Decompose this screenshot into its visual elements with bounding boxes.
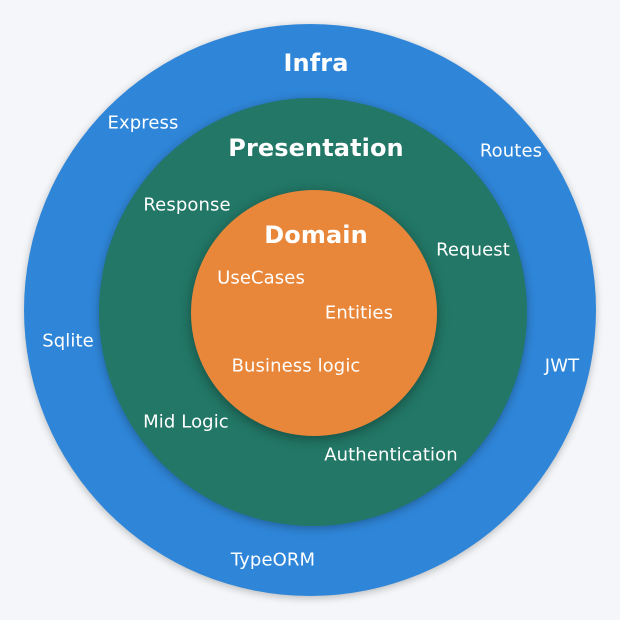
domain-item-entities: Entities — [324, 302, 394, 324]
infra-item-jwt: JWT — [544, 355, 580, 377]
infra-item-routes: Routes — [479, 140, 543, 162]
infra-item-sqlite: Sqlite — [42, 330, 94, 352]
domain-title: Domain — [264, 221, 368, 249]
presentation-item-mid-logic: Mid Logic — [143, 411, 229, 433]
infra-item-express: Express — [107, 112, 179, 134]
presentation-item-request: Request — [436, 239, 510, 261]
presentation-item-response: Response — [143, 194, 231, 216]
domain-layer-circle — [191, 190, 437, 436]
infra-title: Infra — [283, 49, 349, 77]
domain-item-usecases: UseCases — [217, 267, 305, 289]
infra-item-typeorm: TypeORM — [230, 549, 316, 571]
domain-item-business-logic: Business logic — [231, 355, 361, 377]
presentation-title: Presentation — [228, 134, 404, 162]
presentation-item-authentication: Authentication — [324, 444, 458, 466]
